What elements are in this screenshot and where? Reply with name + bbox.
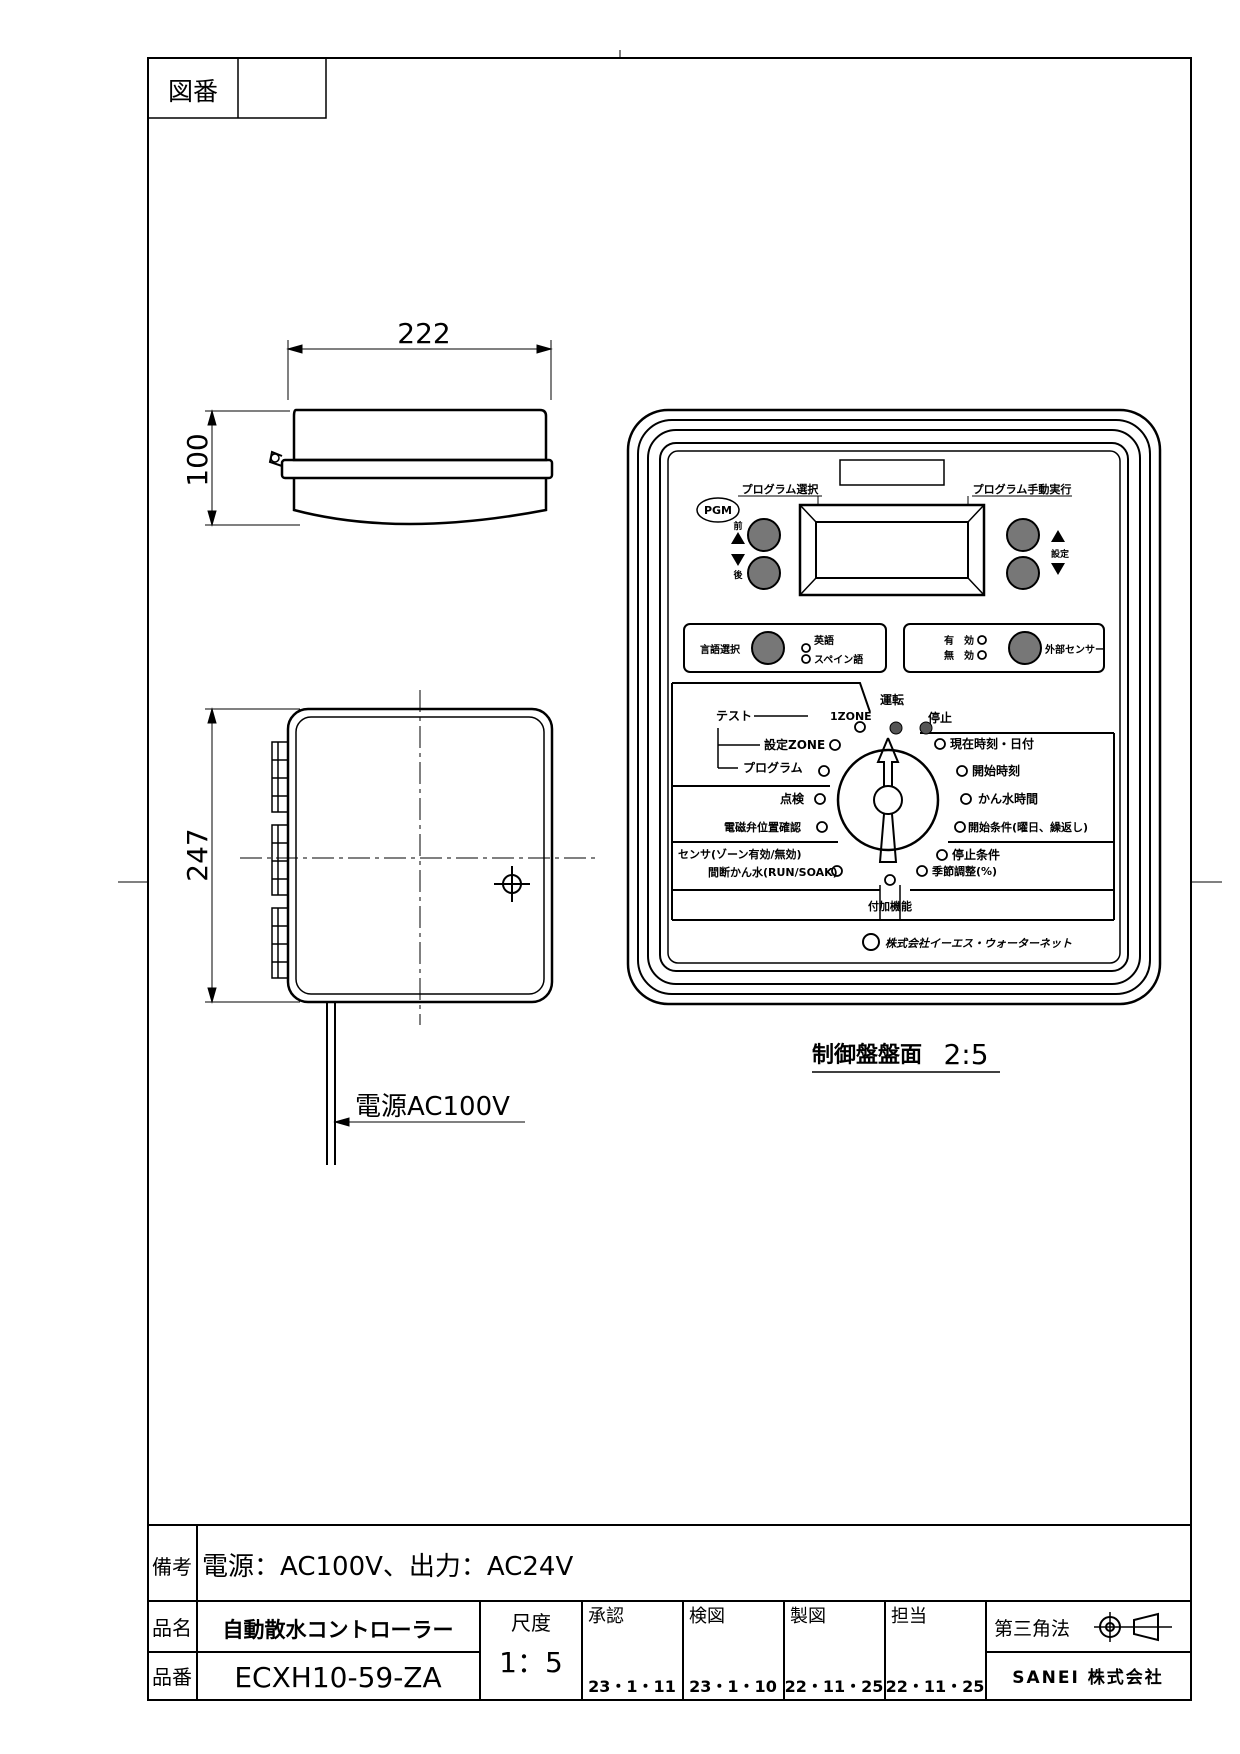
approved-label: 承認 — [588, 1606, 624, 1627]
current-time-label: 現在時刻・日付 — [950, 736, 1034, 751]
set-zone-label: 設定ZONE — [764, 737, 825, 752]
one-zone-label: 1ZONE — [830, 710, 872, 723]
setting-label: 設定 — [1051, 548, 1070, 560]
checked-date: 23・1・10 — [689, 1677, 777, 1696]
scale-value: 1：5 — [499, 1646, 563, 1679]
start-cond-label: 開始条件(曜日、繰返し) — [968, 820, 1088, 834]
program-label: プログラム — [743, 760, 803, 775]
checked-label: 検図 — [689, 1606, 725, 1627]
cycle-soak-label: 間断かん水(RUN/SOAK) — [708, 865, 838, 879]
scale-label: 尺度 — [511, 1611, 551, 1635]
language-select-label: 言語選択 — [700, 643, 741, 656]
remarks-label: 備考 — [152, 1555, 192, 1579]
inspect-label: 点検 — [780, 791, 805, 806]
remarks-text: 電源：AC100V、出力：AC24V — [202, 1552, 573, 1582]
drawn-label: 製図 — [790, 1606, 826, 1627]
control-panel: プログラム選択 プログラム手動実行 PGM 前 後 設定 言語選択 英語 スペイ… — [626, 408, 1162, 1006]
front-view — [205, 690, 600, 1165]
extra-func-label: 付加機能 — [868, 899, 912, 913]
top-view — [205, 340, 554, 527]
company-name: SANEI 株式会社 — [1012, 1667, 1163, 1688]
pgm-label: PGM — [704, 504, 732, 517]
title-block — [148, 1524, 1191, 1700]
sensor-disable-label: 無 効 — [944, 649, 974, 662]
power-cord-label: 電源AC100V — [355, 1092, 510, 1122]
sensor-knob[interactable] — [1008, 631, 1042, 665]
maker-logo-text: 株式会社イーエス・ウォーターネット — [885, 937, 1072, 950]
knob-buttons — [747, 518, 1042, 665]
sensor-enable-label: 有 効 — [944, 634, 974, 647]
projection-label: 第三角法 — [994, 1618, 1070, 1640]
dim-depth: 247 — [181, 828, 214, 881]
maker-logo-icon — [862, 933, 880, 951]
stop-label: 停止 — [928, 710, 952, 725]
run-label: 運転 — [880, 692, 904, 707]
drawing-number-box: 図番 — [147, 57, 327, 119]
sensor-zone-label: センサ(ゾーン有効/無効) — [678, 847, 802, 861]
test-label: テスト — [716, 709, 752, 723]
program-select-label: プログラム選択 — [742, 482, 820, 496]
manual-up-knob[interactable] — [1006, 518, 1040, 552]
external-sensor-label: 外部センサー — [1044, 643, 1105, 656]
dim-width: 222 — [397, 317, 450, 350]
name-label: 品名 — [152, 1616, 192, 1640]
water-time-label: かん水時間 — [978, 791, 1038, 806]
drawn-date: 22・11・25 — [785, 1677, 884, 1696]
number-label: 品番 — [152, 1665, 192, 1689]
next-label: 後 — [733, 569, 743, 581]
approved-date: 23・1・11 — [588, 1677, 676, 1696]
lang-spanish-label: スペイン語 — [814, 653, 863, 666]
valve-check-label: 電磁弁位置確認 — [724, 820, 801, 834]
sheet-border — [147, 57, 1192, 1701]
product-number: ECXH10-59-ZA — [234, 1661, 441, 1694]
charge-date: 22・11・25 — [886, 1677, 985, 1696]
drawing-number-label: 図番 — [168, 77, 218, 106]
panel-scale: 2:5 — [943, 1038, 988, 1071]
language-knob[interactable] — [751, 631, 785, 665]
lang-english-label: 英語 — [813, 634, 834, 647]
product-name: 自動散水コントローラー — [223, 1618, 454, 1642]
season-adjust-label: 季節調整(%) — [931, 864, 997, 878]
program-manual-label: プログラム手動実行 — [973, 482, 1072, 496]
stop-cond-label: 停止条件 — [952, 847, 1000, 862]
dim-height: 100 — [181, 433, 214, 486]
prev-label: 前 — [733, 520, 742, 532]
start-time-label: 開始時刻 — [972, 763, 1020, 778]
manual-down-knob[interactable] — [1006, 556, 1040, 590]
pgm-prev-knob[interactable] — [747, 518, 781, 552]
panel-caption: 制御盤盤面 — [812, 1042, 922, 1068]
pgm-next-knob[interactable] — [747, 556, 781, 590]
charge-label: 担当 — [891, 1606, 927, 1627]
